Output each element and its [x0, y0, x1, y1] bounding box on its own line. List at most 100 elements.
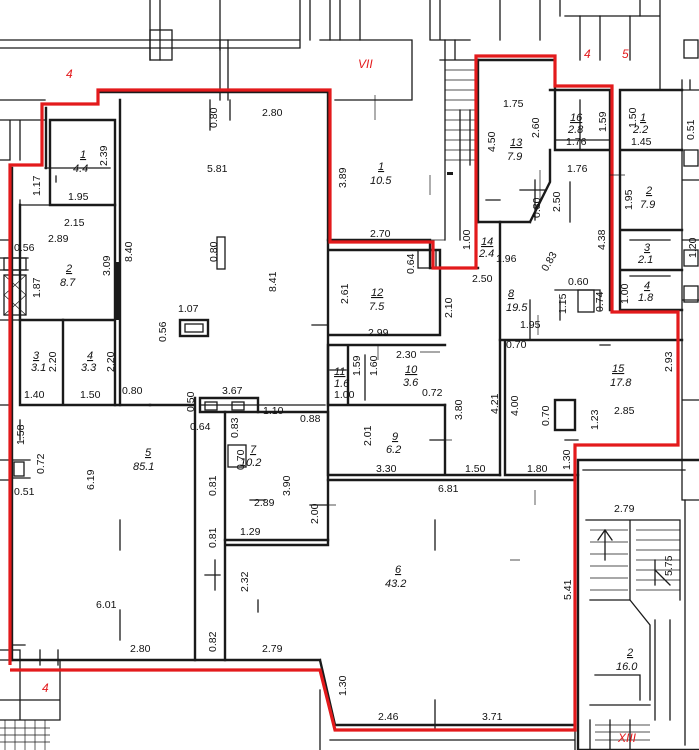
dimension-label: 0.80: [531, 197, 543, 218]
svg-text:2.8: 2.8: [567, 124, 584, 136]
svg-text:10.5: 10.5: [370, 175, 392, 187]
dimension-label: 3.80: [453, 399, 465, 420]
room-label: 1 10.5: [370, 161, 392, 187]
dimension-label: 2.93: [663, 351, 675, 372]
dimension-label: 1.76: [566, 136, 587, 148]
dimension-label: 1.15: [557, 293, 569, 314]
dimension-label: 0.82: [207, 631, 219, 652]
dimension-label: 1.80: [527, 463, 548, 475]
dimension-label: 0.51: [14, 486, 35, 498]
svg-text:1: 1: [640, 112, 646, 124]
svg-text:8: 8: [508, 288, 515, 300]
dimension-label: 1.95: [623, 189, 635, 210]
svg-text:7.9: 7.9: [640, 199, 655, 211]
svg-text:1: 1: [378, 161, 384, 173]
svg-text:2.2: 2.2: [632, 124, 648, 136]
room-labels: 1 4.4 1 10.5 13 7.9 16 2.8 1 2.2 2 7.9 2…: [31, 112, 655, 673]
room-label: 4 1.8: [638, 280, 654, 304]
room-label: 7 10.2: [240, 444, 261, 469]
dimension-label: 0.70: [506, 339, 527, 351]
room-label: 4 3.3: [81, 350, 97, 374]
dimension-label: 8.41: [267, 271, 279, 292]
dimension-label: 2.70: [370, 228, 391, 240]
dimension-label: 0.70: [540, 405, 552, 426]
dimension-label: 2.39: [98, 145, 110, 166]
svg-text:17.8: 17.8: [610, 377, 632, 389]
room-label: 9 6.2: [386, 431, 401, 456]
dimension-label: 0.50: [185, 391, 197, 412]
svg-text:16: 16: [570, 112, 583, 124]
dimension-label: 2.01: [362, 425, 374, 446]
dimension-label: 1.50: [80, 389, 101, 401]
axis-label: 4: [584, 47, 591, 61]
svg-text:1.8: 1.8: [638, 292, 654, 304]
svg-text:4.4: 4.4: [73, 163, 88, 175]
svg-text:13: 13: [510, 137, 523, 149]
room-label: 8 19.5: [506, 288, 528, 314]
svg-text:3: 3: [644, 242, 651, 254]
dimension-label: 0.80: [208, 107, 220, 128]
axis-label: VII: [358, 57, 373, 71]
svg-text:6.2: 6.2: [386, 444, 401, 456]
dimension-label: 2.15: [64, 217, 85, 229]
dimension-label: 1.95: [68, 191, 89, 203]
dimension-label: 0.81: [207, 527, 219, 548]
dimension-label: 2.20: [47, 351, 59, 372]
dimension-label: 0.83: [229, 417, 241, 438]
dimension-label: 3.09: [101, 255, 113, 276]
axis-label: XIII: [617, 731, 637, 745]
dimension-label: 4.50: [486, 131, 498, 152]
dimension-label: 6.01: [96, 599, 117, 611]
room-label: 11 1.6: [334, 366, 350, 390]
room-label: 1 4.4: [73, 149, 88, 175]
dimension-label: 1.76: [567, 163, 588, 175]
dimension-label: 1.10: [263, 405, 284, 417]
svg-text:5: 5: [145, 447, 152, 459]
dimension-label: 0.72: [422, 387, 443, 399]
dimension-label: 2.10: [443, 297, 455, 318]
dimension-label: 3.90: [281, 475, 293, 496]
svg-text:10.2: 10.2: [240, 457, 261, 469]
dimension-label: 1.00: [619, 283, 631, 304]
room-label: 16 2.8: [567, 112, 584, 136]
room-label: 15 17.8: [610, 363, 632, 389]
room-label: 1 2.2: [632, 112, 648, 136]
svg-text:3: 3: [33, 350, 40, 362]
dimension-label: 1.20: [687, 237, 699, 258]
dimension-label: 0.83: [539, 250, 560, 274]
dimension-label: 1.60: [368, 355, 380, 376]
dimension-label: 3.30: [376, 463, 397, 475]
room-label: 3 3.1: [31, 350, 46, 374]
room-label: 3 2.1: [637, 242, 653, 266]
dimension-label: 0.56: [157, 321, 169, 342]
dimension-label: 6.81: [438, 483, 459, 495]
dimension-label: 1.95: [520, 319, 541, 331]
svg-text:11: 11: [334, 366, 345, 378]
dimension-label: 1.00: [334, 389, 355, 401]
dimension-label: 3.89: [337, 167, 349, 188]
svg-text:7.9: 7.9: [507, 151, 522, 163]
dimension-label: 1.00: [461, 229, 473, 250]
svg-text:10: 10: [405, 364, 418, 376]
dimension-label: 0.74: [594, 291, 606, 312]
dimension-label: 1.07: [178, 303, 199, 315]
svg-text:4: 4: [87, 350, 93, 362]
svg-text:6: 6: [395, 564, 402, 576]
axis-labels: 4 VII 4 5 4 XIII: [42, 47, 637, 745]
svg-text:3.6: 3.6: [403, 377, 419, 389]
dimension-label: 2.00: [309, 503, 321, 524]
dimension-label: 0.72: [35, 453, 47, 474]
dimension-label: 0.70: [235, 449, 247, 470]
hatched-column: [3, 257, 27, 316]
dimension-label: 2.50: [551, 191, 563, 212]
room-label: 14 2.4: [478, 236, 494, 260]
dimension-label: 1.58: [15, 424, 27, 445]
svg-text:2: 2: [645, 185, 652, 197]
interior-walls: [9, 58, 684, 732]
dimension-label: 2.46: [378, 711, 399, 723]
dimension-label: 1.75: [503, 98, 524, 110]
dimension-label: 8.40: [123, 241, 135, 262]
dimension-label: 1.96: [496, 253, 517, 265]
premises-boundary: [8, 54, 680, 732]
